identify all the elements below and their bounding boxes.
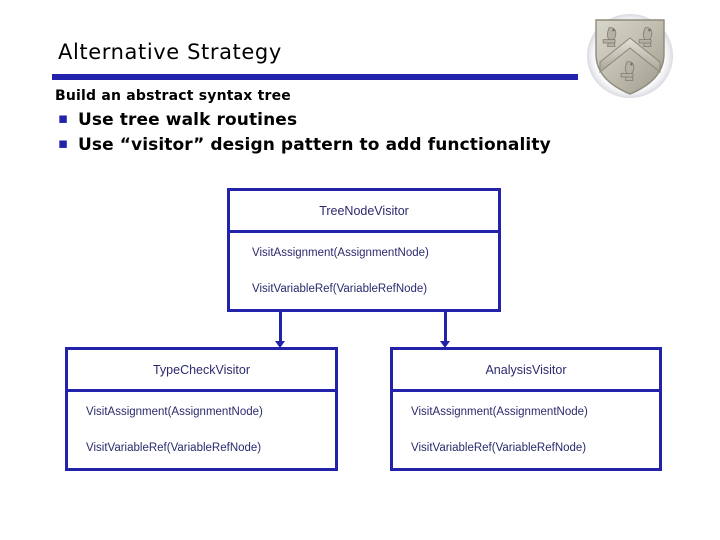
university-crest-icon <box>586 14 674 98</box>
uml-class-box-analysisvisitor: AnalysisVisitor VisitAssignment(Assignme… <box>390 347 662 471</box>
uml-method: VisitAssignment(AssignmentNode) <box>86 406 263 418</box>
title-underline-rule <box>52 74 578 80</box>
uml-class-box-treenodevisitor: TreeNodeVisitor VisitAssignment(Assignme… <box>227 188 501 312</box>
uml-method-list: VisitAssignment(AssignmentNode) VisitVar… <box>68 392 335 471</box>
uml-class-name: AnalysisVisitor <box>393 350 659 392</box>
bullet-square-icon: ▪ <box>57 134 69 152</box>
list-item: ▪ Use tree walk routines <box>48 110 668 135</box>
connector-line-to-analysisvisitor <box>444 312 447 344</box>
uml-method: VisitVariableRef(VariableRefNode) <box>411 442 587 454</box>
uml-method: VisitAssignment(AssignmentNode) <box>252 247 429 259</box>
uml-method-list: VisitAssignment(AssignmentNode) VisitVar… <box>230 233 498 312</box>
uml-class-name: TreeNodeVisitor <box>230 191 498 233</box>
page-title: Alternative Strategy <box>58 40 282 64</box>
arrowhead-icon <box>275 341 285 348</box>
uml-method-list: VisitAssignment(AssignmentNode) VisitVar… <box>393 392 659 471</box>
connector-line-to-typecheckvisitor <box>279 312 282 344</box>
list-item: ▪ Use “visitor” design pattern to add fu… <box>48 135 668 160</box>
lead-line: Build an abstract syntax tree <box>55 88 291 104</box>
arrowhead-icon <box>440 341 450 348</box>
bullet-list: ▪ Use tree walk routines ▪ Use “visitor”… <box>48 110 668 160</box>
uml-class-box-typecheckvisitor: TypeCheckVisitor VisitAssignment(Assignm… <box>65 347 338 471</box>
bullet-square-icon: ▪ <box>57 109 69 127</box>
uml-method: VisitVariableRef(VariableRefNode) <box>252 283 428 295</box>
uml-method: VisitVariableRef(VariableRefNode) <box>86 442 262 454</box>
uml-method: VisitAssignment(AssignmentNode) <box>411 406 588 418</box>
uml-class-name: TypeCheckVisitor <box>68 350 335 392</box>
bullet-label: Use “visitor” design pattern to add func… <box>78 135 551 155</box>
bullet-label: Use tree walk routines <box>78 110 298 130</box>
